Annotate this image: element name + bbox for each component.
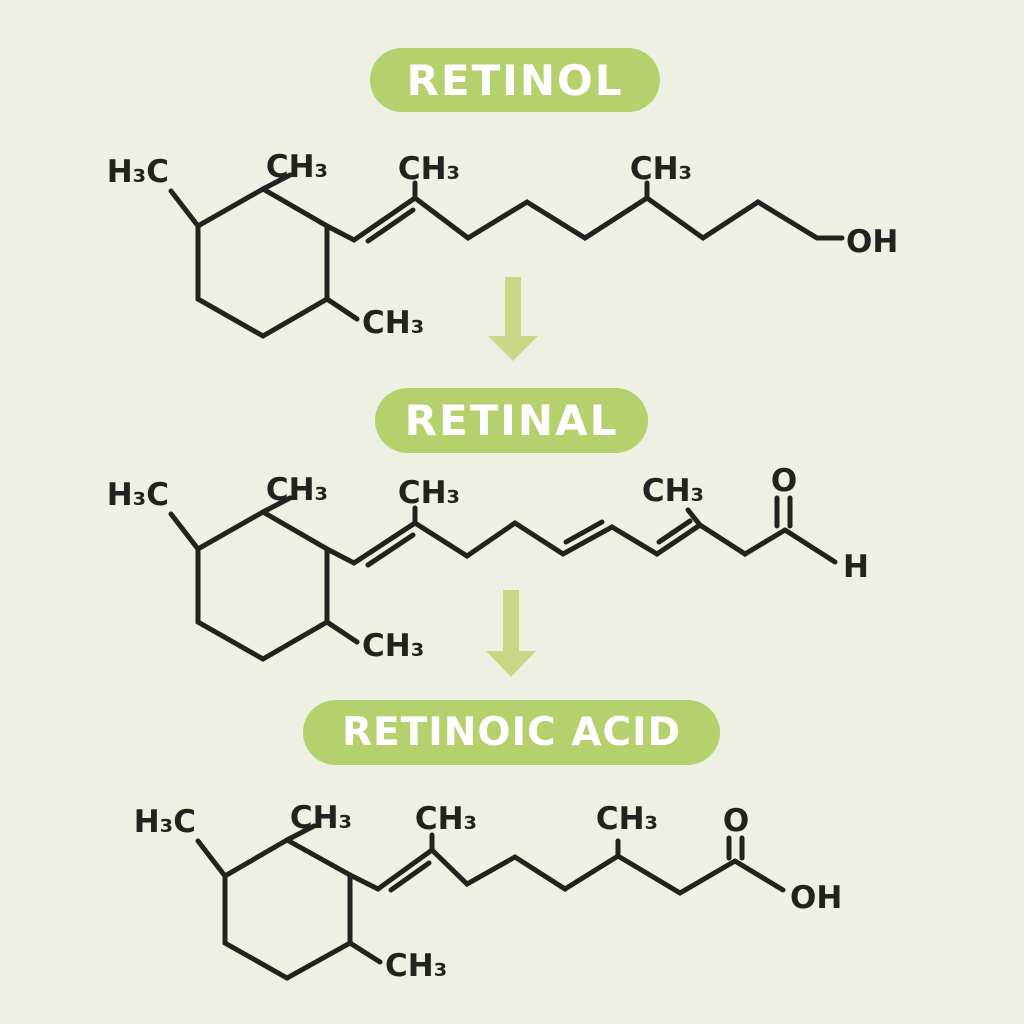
- retinoic-acid-stage-badge: RETINOIC ACID: [303, 700, 720, 765]
- carbon-chain: [347, 846, 738, 896]
- down-arrow-icon: [488, 277, 538, 361]
- double-bond-line: [563, 519, 605, 545]
- atom-label-h3c: H₃C: [134, 804, 196, 840]
- atom-label-h3c: H₃C: [107, 477, 169, 513]
- double-bond-line: [365, 207, 416, 244]
- retinol-structure: H₃C CH₃ CH₃ CH₃ CH₃ OH: [107, 149, 899, 341]
- bond-to-oh: [732, 858, 786, 893]
- atom-label-oh: OH: [846, 224, 898, 260]
- atom-label-h: H: [843, 549, 869, 585]
- atom-label-ch3: CH₃: [415, 801, 477, 837]
- bond-to-h3c: [168, 511, 201, 552]
- bond-to-h3c: [195, 838, 228, 879]
- retinoic-acid-stage-label: RETINOIC ACID: [342, 710, 681, 755]
- bond-to-h: [782, 527, 838, 565]
- atom-label-o: O: [771, 463, 797, 499]
- bond-to-ch3: [324, 619, 360, 645]
- double-bond-line: [656, 518, 693, 545]
- atom-label-ch3: CH₃: [362, 628, 424, 664]
- bond-to-ch3: [284, 823, 317, 843]
- retinoic-acid-structure: H₃C CH₃ CH₃ CH₃ CH₃ O OH: [134, 800, 843, 984]
- atom-label-ch3: CH₃: [290, 800, 352, 836]
- retinal-structure: H₃C CH₃ CH₃ CH₃ CH₃ O H: [107, 463, 869, 664]
- retinal-stage-label: RETINAL: [404, 396, 619, 445]
- carbon-chain: [324, 519, 788, 566]
- atom-label-ch3: CH₃: [266, 472, 328, 508]
- carbon-chain: [324, 194, 845, 243]
- bond-to-ch3: [260, 172, 293, 192]
- double-bond-line: [388, 860, 432, 893]
- atom-label-ch3: CH₃: [398, 151, 460, 187]
- cyclohexane-ring: [195, 186, 330, 339]
- atom-label-o: O: [723, 803, 749, 839]
- down-arrow-icon: [486, 590, 536, 677]
- bond-to-ch3: [347, 940, 383, 965]
- double-bond-line: [365, 532, 416, 568]
- atom-label-ch3: CH₃: [266, 149, 328, 185]
- atom-label-oh: OH: [790, 880, 842, 916]
- bond-to-ch3: [260, 495, 293, 515]
- atom-label-ch3: CH₃: [630, 151, 692, 187]
- atom-label-ch3: CH₃: [642, 473, 704, 509]
- cyclohexane-ring: [195, 509, 330, 662]
- retinal-stage-badge: RETINAL: [375, 388, 648, 453]
- atom-label-h3c: H₃C: [107, 154, 169, 190]
- atom-label-ch3: CH₃: [362, 305, 424, 341]
- bond-to-h3c: [168, 188, 201, 229]
- bond-to-ch3: [324, 296, 360, 322]
- atom-label-ch3: CH₃: [398, 475, 460, 511]
- retinol-stage-badge: RETINOL: [370, 48, 660, 112]
- cyclohexane-ring: [222, 837, 353, 981]
- atom-label-ch3: CH₃: [596, 801, 658, 837]
- methyl-stub: [685, 507, 703, 528]
- atom-label-ch3: CH₃: [385, 948, 447, 984]
- retinol-stage-label: RETINOL: [406, 55, 624, 105]
